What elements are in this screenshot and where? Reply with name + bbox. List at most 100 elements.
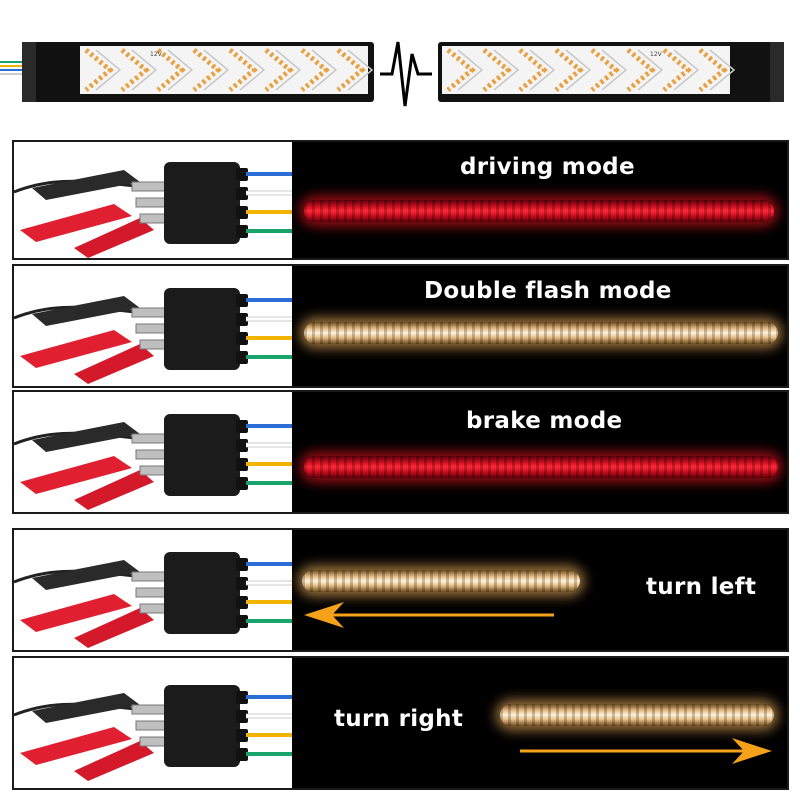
connector-socket <box>236 168 248 181</box>
chevron-icon <box>626 48 656 92</box>
chevron-outline-icon <box>637 49 664 91</box>
connector-socket <box>236 596 248 609</box>
chevron-outline-icon <box>493 49 520 91</box>
mode-panel-turn-right: turn right <box>12 656 789 790</box>
connector-socket <box>236 577 248 590</box>
chevron-outline-icon <box>311 49 338 91</box>
chevron-outline-icon <box>565 49 592 91</box>
chevron-outline-icon <box>275 49 302 91</box>
chevron-icon <box>84 48 114 92</box>
chevron-outline-icon <box>239 49 266 91</box>
connector-socket <box>236 615 248 628</box>
chevron-icon <box>518 48 548 92</box>
light-demo: turn right <box>292 658 787 788</box>
connector-socket <box>236 558 248 571</box>
red-clip-icon <box>20 594 132 632</box>
connector-photo <box>14 392 292 512</box>
chevron-icon <box>120 48 150 92</box>
connector-photo <box>14 658 292 788</box>
chevron-led-pattern-right <box>446 48 736 92</box>
connector-socket <box>236 351 248 364</box>
chevron-icon <box>698 48 728 92</box>
connector-socket <box>236 187 248 200</box>
black-clip-icon <box>32 422 140 452</box>
connector-socket <box>236 477 248 490</box>
connector-socket <box>236 332 248 345</box>
light-demo: brake mode <box>292 392 787 512</box>
chevron-icon <box>554 48 584 92</box>
strip-label-left: 12V <box>150 51 163 58</box>
light-bar <box>302 570 580 592</box>
connector-housing <box>164 288 240 370</box>
connector-socket <box>236 206 248 219</box>
connector-housing <box>164 685 240 767</box>
light-bar <box>304 456 778 478</box>
red-clip-icon <box>74 218 154 258</box>
connector-housing <box>164 414 240 496</box>
chevron-outline-icon <box>457 49 484 91</box>
strip-label-right: 12V <box>650 51 663 58</box>
chevron-outline-icon <box>131 49 158 91</box>
chevron-icon <box>446 48 476 92</box>
mode-panel-turn-left: turn left <box>12 528 789 652</box>
chevron-outline-icon <box>95 49 122 91</box>
connector-socket <box>236 691 248 704</box>
chevron-outline-icon <box>529 49 556 91</box>
connector-photo <box>14 142 292 258</box>
chevron-icon <box>482 48 512 92</box>
light-demo: driving mode <box>292 142 787 258</box>
mode-panel-double-flash: Double flash mode <box>12 264 789 388</box>
chevron-icon <box>192 48 222 92</box>
connector-socket <box>236 294 248 307</box>
chevron-icon <box>264 48 294 92</box>
red-clip-icon <box>74 470 154 510</box>
red-clip-icon <box>20 727 132 765</box>
chevron-icon <box>590 48 620 92</box>
connector-socket <box>236 420 248 433</box>
mode-label: Double flash mode <box>424 278 672 304</box>
arrow-right-icon <box>520 738 772 764</box>
connector-photo <box>14 530 292 650</box>
light-bar <box>500 704 774 726</box>
mode-panel-brake: brake mode <box>12 390 789 514</box>
black-clip-icon <box>32 560 140 590</box>
chevron-outline-icon <box>347 49 374 91</box>
arrow-left-icon <box>304 602 554 628</box>
led-strip-illustration: 12V 12V <box>0 41 784 107</box>
connector-socket <box>236 225 248 238</box>
chevron-led-pattern-left <box>84 48 374 92</box>
mode-label: driving mode <box>460 154 635 180</box>
chevron-icon <box>156 48 186 92</box>
light-bar <box>304 322 778 344</box>
connector-socket <box>236 439 248 452</box>
chevron-icon <box>336 48 366 92</box>
mode-label: turn left <box>646 574 757 600</box>
red-clip-icon <box>20 204 132 242</box>
black-clip-icon <box>32 170 140 200</box>
red-clip-icon <box>74 344 154 384</box>
red-clip-icon <box>74 741 154 781</box>
black-clip-icon <box>32 693 140 723</box>
red-clip-icon <box>20 456 132 494</box>
mode-label: turn right <box>334 706 464 732</box>
connector-housing <box>164 162 240 244</box>
connector-socket <box>236 729 248 742</box>
break-mark-icon <box>380 41 432 107</box>
chevron-outline-icon <box>203 49 230 91</box>
mode-label: brake mode <box>466 408 623 434</box>
strip-segment-left <box>22 42 374 102</box>
light-demo: turn left <box>292 530 787 650</box>
connector-socket <box>236 748 248 761</box>
light-demo: Double flash mode <box>292 266 787 386</box>
red-clip-icon <box>74 608 154 648</box>
connector-socket <box>236 710 248 723</box>
chevron-icon <box>300 48 330 92</box>
mode-panel-driving: driving mode <box>12 140 789 260</box>
chevron-icon <box>228 48 258 92</box>
chevron-outline-icon <box>167 49 194 91</box>
connector-photo <box>14 266 292 386</box>
black-clip-icon <box>32 296 140 326</box>
connector-housing <box>164 552 240 634</box>
chevron-outline-icon <box>709 49 736 91</box>
chevron-icon <box>662 48 692 92</box>
